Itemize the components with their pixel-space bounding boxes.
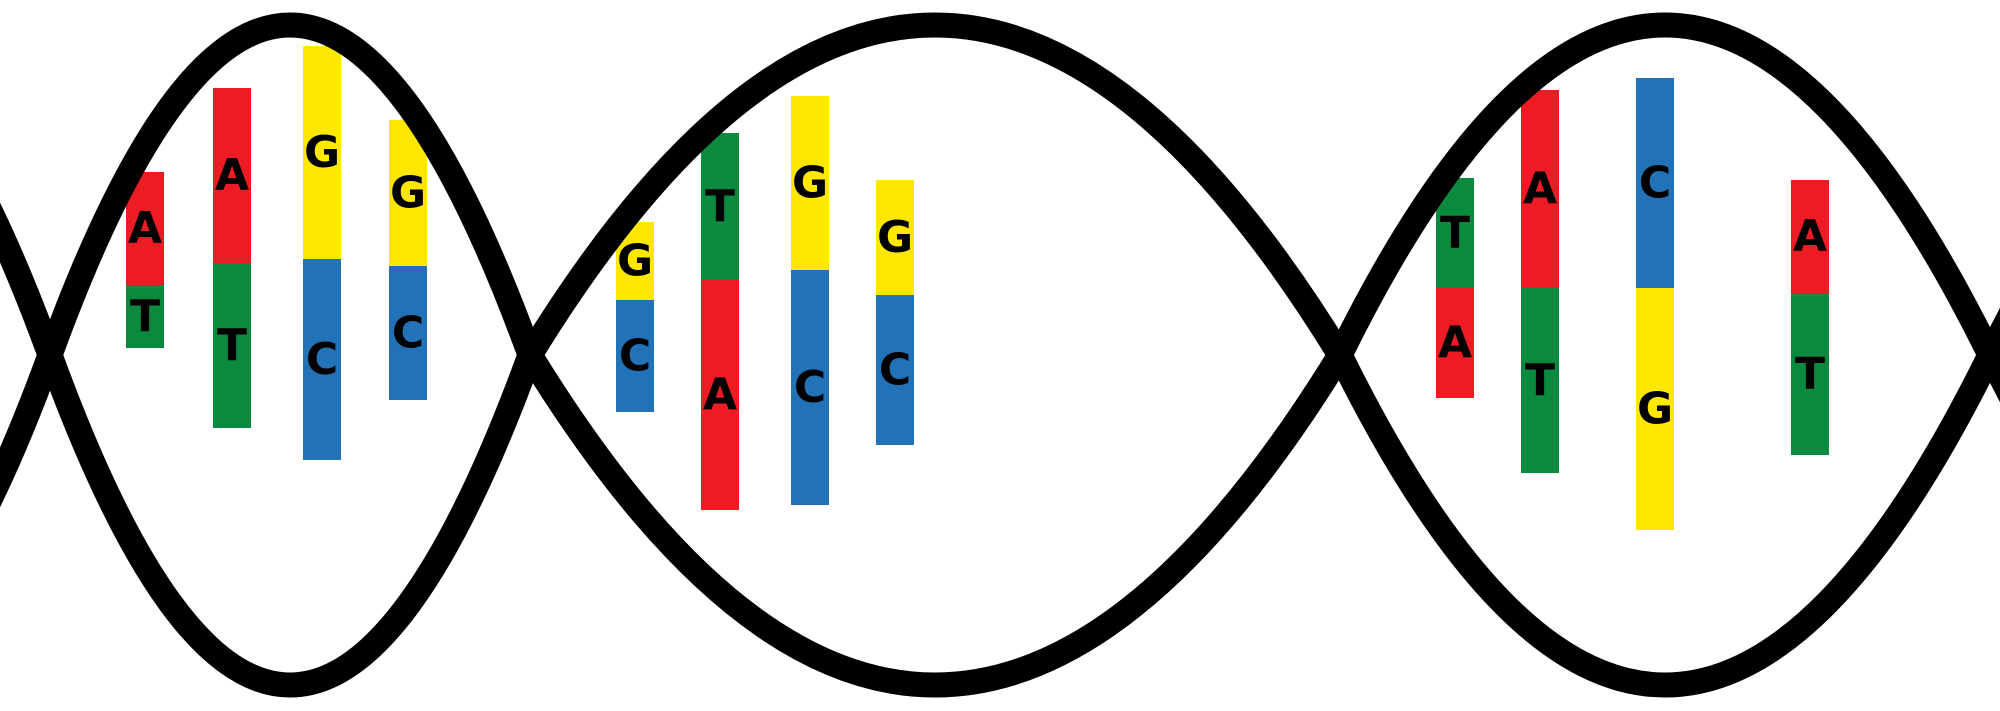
base-segment-C (616, 300, 654, 412)
base-segment-T (126, 285, 164, 348)
base-segment-C (389, 266, 427, 400)
base-segment-C (791, 270, 829, 505)
base-segment-G (303, 46, 341, 259)
base-letter-A: A (215, 150, 249, 201)
base-letter-A: A (703, 370, 737, 421)
base-pair-bar-left-4: GC (389, 120, 427, 400)
base-segment-G (876, 180, 914, 295)
base-letter-C: C (879, 345, 911, 396)
base-segment-C (1636, 78, 1674, 288)
base-pair-bar-left-1: AT (126, 172, 164, 348)
base-segment-C (303, 259, 341, 460)
base-segment-T (1521, 288, 1559, 473)
base-letter-A: A (128, 203, 162, 254)
base-letter-G: G (1637, 384, 1673, 435)
base-letter-T: T (1525, 355, 1555, 406)
base-letter-C: C (306, 334, 338, 385)
base-letter-G: G (617, 236, 653, 287)
base-letter-T: T (1440, 208, 1470, 259)
base-segment-T (701, 133, 739, 280)
base-pair-bar-right-4: AT (1791, 180, 1829, 455)
base-letter-G: G (390, 168, 426, 219)
base-letter-C: C (794, 362, 826, 413)
base-segment-A (1436, 288, 1474, 398)
helix-strand-1 (0, 12, 2000, 698)
base-letter-G: G (877, 212, 913, 263)
base-pair-bar-right-3: CG (1636, 78, 1674, 530)
base-pair-bar-middle-2: TA (701, 133, 739, 510)
base-pair-bar-left-2: AT (213, 88, 251, 428)
helix-strands-layer (0, 12, 2000, 698)
base-segment-A (1521, 90, 1559, 288)
base-letter-A: A (1793, 211, 1827, 262)
base-letter-A: A (1438, 318, 1472, 369)
base-segment-A (701, 280, 739, 510)
helix-strand-2 (0, 12, 2000, 698)
base-pair-bar-right-1: TA (1436, 178, 1474, 398)
base-segment-G (791, 96, 829, 270)
base-letter-A: A (1523, 164, 1557, 215)
base-letter-C: C (1639, 158, 1671, 209)
base-segment-T (213, 263, 251, 428)
base-pair-bar-middle-4: GC (876, 180, 914, 445)
base-letter-T: T (705, 181, 735, 232)
base-letter-T: T (217, 320, 247, 371)
base-pair-bar-right-2: AT (1521, 90, 1559, 473)
base-letter-T: T (130, 291, 160, 342)
base-letter-T: T (1795, 349, 1825, 400)
base-pair-bar-middle-1: GC (616, 222, 654, 412)
base-pair-bar-middle-3: GC (791, 96, 829, 505)
base-letter-C: C (619, 331, 651, 382)
base-segment-T (1791, 293, 1829, 455)
base-segment-A (1791, 180, 1829, 293)
base-letter-G: G (304, 127, 340, 178)
base-pair-bar-left-3: GC (303, 46, 341, 460)
base-letter-G: G (792, 158, 828, 209)
base-segment-A (213, 88, 251, 263)
base-segment-C (876, 295, 914, 445)
base-letter-C: C (392, 308, 424, 359)
base-segment-G (1636, 288, 1674, 530)
